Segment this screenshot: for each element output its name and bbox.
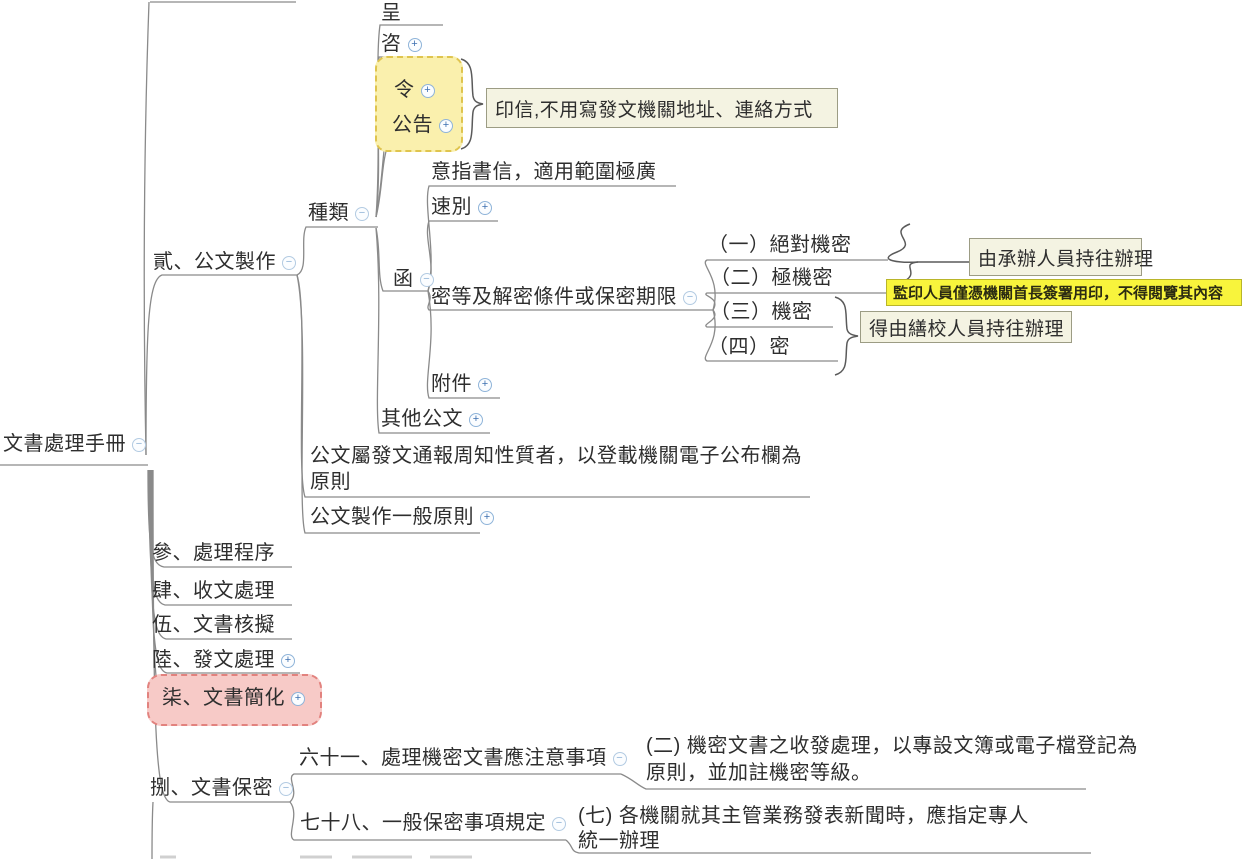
branch-curves	[0, 1, 1091, 859]
topic-announcement[interactable]: 公告 +	[392, 114, 453, 137]
topic-general-drafting-rules[interactable]: 公文製作一般原則 +	[310, 506, 494, 529]
topic-types[interactable]: 種類 −	[308, 202, 369, 225]
topic-s78-child[interactable]: (七) 各機關就其主管業務發表新聞時，應指定專人統一辦理	[578, 805, 1029, 852]
expand-icon[interactable]: +	[407, 37, 422, 52]
expand-icon[interactable]: +	[291, 691, 305, 706]
topic-ebulletin-principle[interactable]: 公文屬發文通報周知性質者，以登載機關電子公布欄為原則	[310, 445, 802, 493]
topic-absolute-secret[interactable]: （一）絕對機密	[708, 234, 852, 256]
topic-top-secret[interactable]: （二）極機密	[710, 267, 833, 289]
topic-s61[interactable]: 六十一、處理機密文書應注意事項 −	[299, 747, 627, 770]
topic-document-simplification[interactable]: 柒、文書簡化 +	[162, 687, 305, 710]
collapse-icon[interactable]: −	[132, 437, 146, 452]
topic-document-drafting[interactable]: 伍、文書核擬	[152, 614, 275, 636]
expand-icon[interactable]: +	[478, 200, 492, 215]
topic-confidential[interactable]: （四）密	[708, 336, 790, 358]
topic-incoming-documents[interactable]: 肆、收文處理	[152, 580, 275, 602]
topic-attachment[interactable]: 附件 +	[431, 373, 492, 396]
curly-brace-icon	[834, 296, 859, 376]
topic-s78[interactable]: 七十八、一般保密事項規定 −	[300, 812, 566, 835]
topic-other-documents[interactable]: 其他公文 +	[381, 408, 483, 431]
note-proofreader[interactable]: 得由繕校人員持往辦理	[860, 311, 1072, 343]
expand-icon[interactable]: +	[478, 377, 492, 392]
note-handler[interactable]: 由承辦人員持往辦理	[969, 238, 1153, 276]
collapse-icon[interactable]: −	[419, 272, 434, 287]
topic-letter[interactable]: 函 −	[393, 268, 434, 291]
topic-classification[interactable]: 密等及解密條件或保密期限 −	[431, 286, 697, 309]
collapse-icon[interactable]: −	[552, 816, 566, 831]
topic-document-confidentiality[interactable]: 捌、文書保密 −	[150, 777, 293, 800]
topic-outgoing-documents[interactable]: 陸、發文處理 +	[152, 649, 295, 672]
topic-cheng[interactable]: 呈	[381, 2, 402, 24]
collapse-icon[interactable]: −	[279, 781, 293, 796]
curly-brace-icon	[460, 58, 484, 150]
note-seal[interactable]: 印信,不用寫發文機關地址、連絡方式	[486, 88, 838, 128]
topic-ling[interactable]: 令 +	[394, 79, 435, 102]
collapse-icon[interactable]: −	[612, 751, 627, 766]
note-seal-warning[interactable]: 監印人員僅憑機關首長簽署用印，不得閱覽其內容	[886, 279, 1242, 306]
expand-icon[interactable]: +	[469, 412, 483, 427]
collapse-icon[interactable]: −	[683, 290, 697, 305]
topic-processing-procedure[interactable]: 參、處理程序	[152, 542, 275, 564]
topic-document-creation[interactable]: 貳、公文製作 −	[153, 251, 296, 274]
expand-icon[interactable]: +	[420, 83, 435, 98]
squiggle-brace-icon	[887, 223, 919, 263]
expand-icon[interactable]: +	[439, 118, 453, 133]
topic-zi[interactable]: 咨 +	[381, 33, 422, 56]
topic-letter-meaning[interactable]: 意指書信，適用範圍極廣	[431, 161, 657, 183]
highlight-group-ling-gonggao[interactable]	[375, 56, 463, 152]
topic-root[interactable]: 文書處理手冊 −	[3, 433, 146, 456]
topic-secret[interactable]: （三）機密	[710, 301, 813, 323]
topic-s61-child[interactable]: (二) 機密文書之收發處理，以專設文簿或電子檔登記為原則，並加註機密等級。	[646, 735, 1138, 784]
expand-icon[interactable]: +	[480, 510, 494, 525]
collapse-icon[interactable]: −	[282, 255, 296, 270]
topic-root-label: 文書處理手冊	[3, 433, 126, 455]
expand-icon[interactable]: +	[281, 653, 295, 668]
collapse-icon[interactable]: −	[355, 206, 369, 221]
topic-speed-level[interactable]: 速別 +	[431, 196, 492, 219]
